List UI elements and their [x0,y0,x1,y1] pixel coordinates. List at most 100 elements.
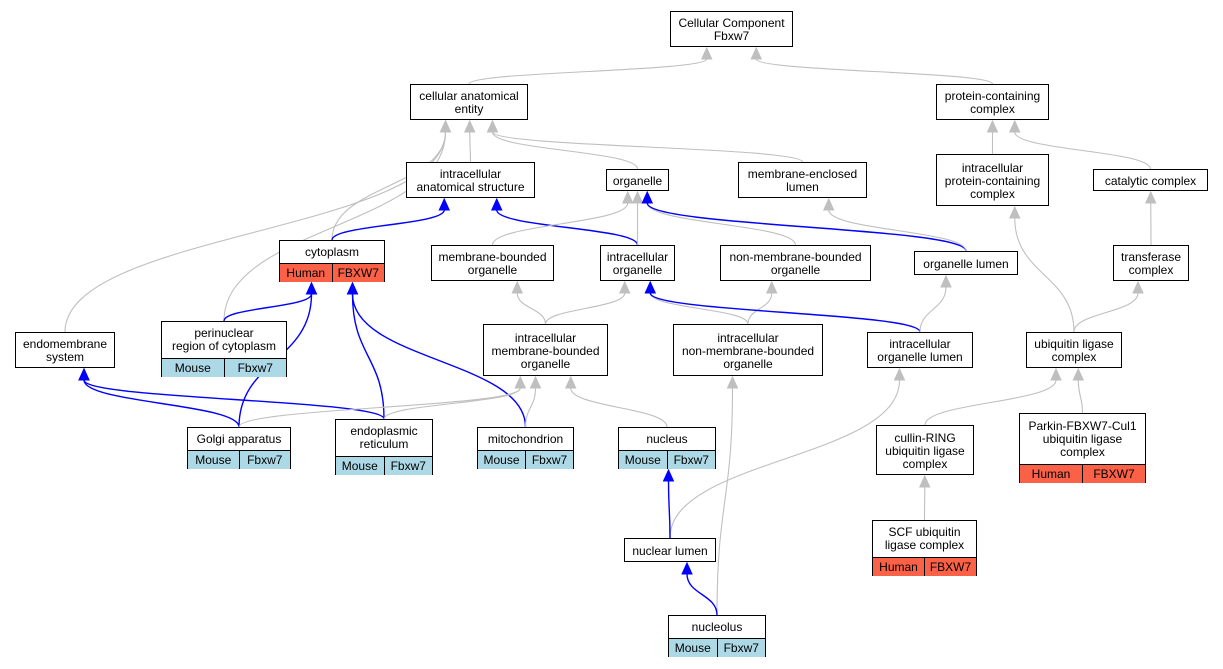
node-intracellular-organelle[interactable]: intracellular organelle [600,245,675,281]
edge-nucleus-to-intracellular-membrane-bounded-organelle [570,387,668,428]
gene-tag: FBXW7 [1082,465,1145,483]
arrowhead [1008,205,1021,219]
arrowhead [438,197,451,211]
gene-tag: FBXW7 [331,264,384,282]
gene-tag: Fbxw7 [525,451,573,469]
node-parkin-complex[interactable]: Parkin-FBXW7-Cul1 ubiquitin ligase compl… [1019,413,1146,483]
arrowhead [490,197,503,211]
node-label: intracellular membrane-bounded organelle [491,330,600,371]
node-label: cellular anatomical entity [419,89,519,116]
node-label: intracellular organelle lumen [877,337,963,364]
node-label: protein-containing complex [944,89,1041,116]
edge-endoplasmic-reticulum-to-cytoplasm [351,293,385,420]
edge-endomembrane-system-to-cellular-anatomical-entity [64,131,447,333]
node-ubiquitin-ligase-complex[interactable]: ubiquitin ligase complex [1026,332,1122,368]
edge-cullin-ring-to-ubiquitin-ligase-complex [924,379,1057,426]
arrowhead [1008,119,1021,133]
arrowhead [564,375,577,389]
species-tag: Mouse [162,359,224,377]
node-intracellular-organelle-lumen[interactable]: intracellular organelle lumen [867,332,973,368]
node-label: transferase complex [1120,250,1182,277]
edge-ubiquitin-ligase-complex-to-intracellular-protein-containing-complex [1014,217,1075,333]
arrowhead [618,280,631,294]
node-cellular-anatomical-entity[interactable]: cellular anatomical entity [410,84,528,120]
edge-perinuclear-region-to-cytoplasm [223,293,313,322]
node-intracellular-anatomical-structure[interactable]: intracellular anatomical structure [406,162,535,198]
node-label: organelle lumen [923,256,1009,271]
node-label: intracellular non-membrane-bounded organ… [681,330,815,371]
arrowhead [529,375,542,389]
node-intracellular-non-membrane-bounded-organelle[interactable]: intracellular non-membrane-bounded organ… [673,324,823,376]
arrowhead [78,367,90,381]
node-label: non-membrane-bounded organelle [729,250,862,277]
arrowhead [765,280,778,294]
node-label: nuclear lumen [632,543,708,558]
edge-intracellular-organelle-lumen-to-intracellular-organelle [649,292,921,333]
node-nuclear-lumen[interactable]: nuclear lumen [624,538,716,562]
arrowhead [750,46,763,60]
node-label: catalytic complex [1104,173,1197,188]
node-organelle-lumen[interactable]: organelle lumen [914,251,1018,275]
node-catalytic-complex[interactable]: catalytic complex [1093,169,1208,191]
arrowhead [822,197,835,211]
gene-tag: FBXW7 [924,558,976,576]
arrowhead [346,281,359,295]
edge-catalytic-complex-to-protein-containing-complex [1014,131,1152,170]
node-organelle[interactable]: organelle [606,169,669,191]
arrowhead [1072,367,1085,381]
edge-endoplasmic-reticulum-to-endomembrane-system [83,379,385,420]
species-tag: Mouse [669,639,717,657]
edge-organelle-lumen-to-membrane-enclosed-lumen [828,209,967,252]
arrowhead [1132,280,1144,294]
node-cellular-component[interactable]: Cellular Component Fbxw7 [670,11,793,47]
node-label: mitochondrion [487,431,564,446]
edge-nuclear-lumen-to-nucleus [667,480,671,539]
arrowhead [986,119,999,133]
node-endomembrane-system[interactable]: endomembrane system [15,332,115,368]
arrowhead [918,474,931,488]
node-cullin-ring[interactable]: cullin-RING ubiquitin ligase complex [876,425,974,475]
node-label: Cellular Component Fbxw7 [678,16,785,43]
node-non-membrane-bounded-organelle[interactable]: non-membrane-bounded organelle [720,245,871,281]
arrowhead [439,119,452,133]
edge-mitochondrion-to-intracellular-membrane-bounded-organelle [524,387,537,428]
node-intracellular-protein-containing-complex[interactable]: intracellular protein-containing complex [936,154,1049,206]
node-membrane-bounded-organelle[interactable]: membrane-bounded organelle [431,245,554,281]
edge-intracellular-anatomical-structure-to-cellular-anatomical-entity [469,131,472,163]
arrowhead [700,46,713,60]
species-tag: Mouse [478,451,525,469]
edge-intracellular-membrane-bounded-organelle-to-membrane-bounded-organelle [516,292,547,325]
arrowhead [1144,190,1157,204]
edge-golgi-apparatus-to-endomembrane-system [83,379,240,428]
edge-membrane-bounded-organelle-to-organelle [491,202,629,246]
edge-intracellular-non-membrane-bounded-organelle-to-non-membrane-bounded-organelle [747,292,773,325]
node-label: intracellular organelle [606,250,669,277]
species-tag: Mouse [336,457,384,475]
arrowhead [726,375,739,389]
node-label: cullin-RING ubiquitin ligase complex [885,430,965,471]
node-intracellular-membrane-bounded-organelle[interactable]: intracellular membrane-bounded organelle [483,324,608,376]
edge-membrane-enclosed-lumen-to-cellular-anatomical-entity [491,131,804,163]
node-label: perinuclear region of cytoplasm [171,326,277,353]
edge-intracellular-non-membrane-bounded-organelle-to-intracellular-organelle [649,292,749,325]
edge-parkin-complex-to-ubiquitin-ligase-complex [1077,379,1084,414]
node-protein-containing-complex[interactable]: protein-containing complex [936,84,1049,120]
node-transferase-complex[interactable]: transferase complex [1113,245,1189,281]
edge-cytoplasm-to-intracellular-anatomical-structure [331,209,445,241]
edge-nucleolus-to-intracellular-non-membrane-bounded-organelle [716,387,734,616]
edge-endoplasmic-reticulum-to-intracellular-membrane-bounded-organelle [383,387,521,420]
node-membrane-enclosed-lumen[interactable]: membrane-enclosed lumen [738,162,867,198]
